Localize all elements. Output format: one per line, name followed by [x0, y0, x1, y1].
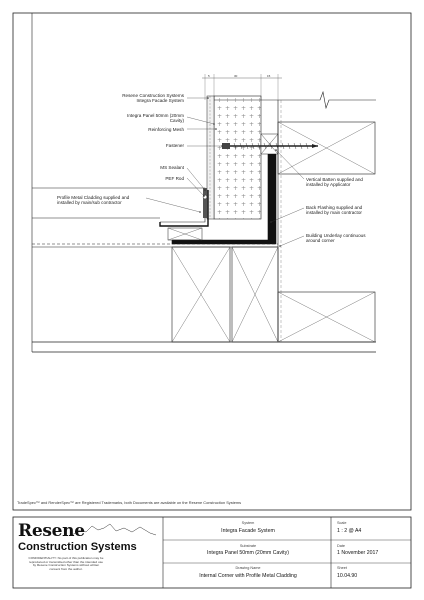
- label-mesh: Reinforcing Mesh: [148, 127, 184, 132]
- dim-3: 15: [267, 74, 271, 78]
- label-profile-cladding: Profile Metal Cladding supplied and inst…: [57, 195, 130, 206]
- drawing-name-value: Internal Corner with Profile Metal Cladd…: [199, 573, 297, 579]
- back-flashing: [171, 154, 277, 245]
- label-panel: Integra Panel 50mm (20mm Cavity): [127, 113, 184, 124]
- system-label: System: [241, 521, 255, 525]
- date-label: Date: [337, 544, 346, 548]
- framing-stud-right: [231, 246, 279, 343]
- scale-label: Scale: [337, 521, 347, 525]
- drawing-name-label: Drawing Name: [235, 566, 261, 570]
- scale-value: 1 : 2 @ A4: [337, 528, 362, 534]
- label-back-flashing: Back Flashing supplied and installed by …: [306, 205, 363, 216]
- confidentiality-note: CONFIDENTIALITY: No part of this publica…: [28, 556, 104, 572]
- logo-construction-systems: Construction Systems: [18, 541, 137, 553]
- framing-stud-left: [171, 246, 231, 343]
- sheet-border: [12, 12, 412, 511]
- label-ms-sealant: MS Sealant: [160, 165, 184, 170]
- logo-resene: Resene: [18, 521, 85, 541]
- trademark-note: TradeSpec™ and RenderSpec™ are Registere…: [17, 500, 242, 505]
- label-underlay: Building Underlay continuous around corn…: [306, 233, 366, 244]
- substrate-label: Substrate: [239, 544, 257, 548]
- substrate-value: Integra Panel 50mm (20mm Cavity): [207, 550, 289, 556]
- label-resene-system: Resene Construction Systems Integra Faca…: [122, 93, 184, 104]
- leader-dots: [199, 97, 281, 247]
- dim-2: 30: [234, 74, 238, 78]
- logo-skyline-icon: [71, 523, 157, 536]
- date-value: 1 November 2017: [337, 550, 379, 556]
- system-value: Integra Facade System: [221, 528, 275, 534]
- label-pef-rod: PEF Rod: [165, 176, 184, 181]
- sheet-label: Sheet: [337, 566, 347, 570]
- break-line: [210, 90, 376, 110]
- leader-lines: [145, 97, 305, 247]
- ms-sealant: [203, 188, 207, 218]
- integra-panel: [213, 95, 262, 220]
- title-block-border: [12, 516, 412, 589]
- label-vertical-batten: Vertical Batten supplied and installed b…: [306, 177, 363, 188]
- sheet-value: 10.04.90: [337, 573, 358, 579]
- render-coat: [206, 95, 215, 220]
- label-fastener: Fastener: [165, 143, 184, 148]
- dim-1: 5: [208, 74, 210, 78]
